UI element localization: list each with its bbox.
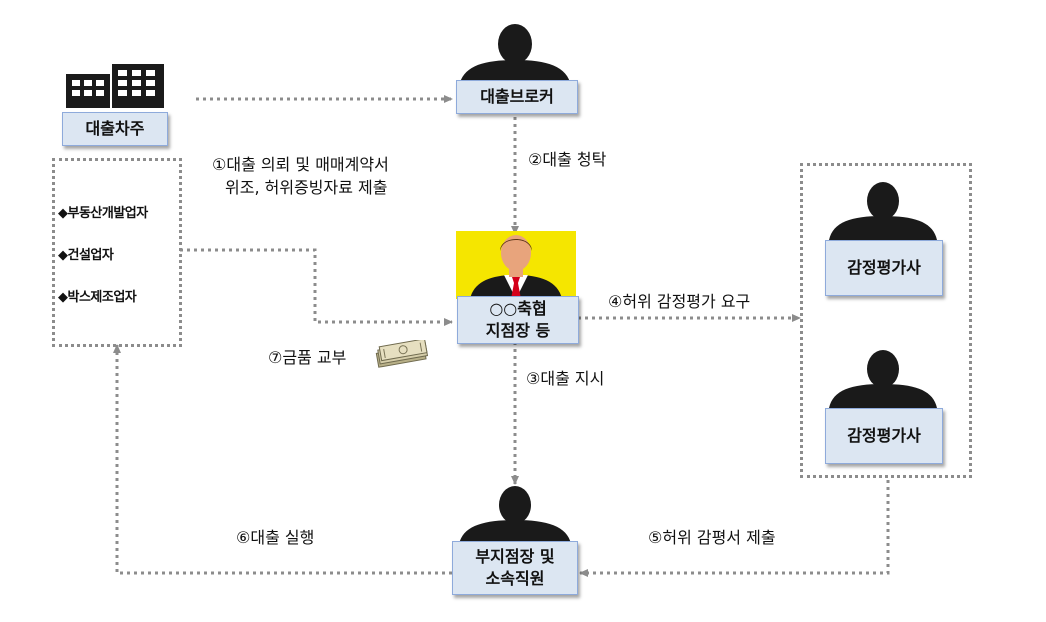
building-icon <box>66 64 164 108</box>
step-1-line-1: ①대출 의뢰 및 매매계약서 <box>212 155 389 174</box>
borrower-types-frame <box>52 158 182 347</box>
borrower-types-list: ◆부동산개발업자 ◆건설업자 ◆박스제조업자 <box>58 205 148 331</box>
appraiser-top-label: 감정평가사 <box>825 240 943 296</box>
person-silhouette-icon <box>829 350 937 408</box>
staff-label-line-1: 부지점장 및 <box>475 547 555 566</box>
appraisers-frame <box>800 163 972 478</box>
step-7-label: ⑦금품 교부 <box>268 348 347 367</box>
borrower-label: 대출차주 <box>62 112 168 146</box>
borrower-type-item: ◆건설업자 <box>58 248 114 263</box>
arrow-appraisers-to-staff <box>579 480 890 577</box>
branch-manager-label: ○○축협 지점장 등 <box>457 296 579 344</box>
broker-label: 대출브로커 <box>456 80 578 114</box>
branch-label-line-2: 지점장 등 <box>485 321 551 340</box>
step-3-label: ③대출 지시 <box>526 369 605 388</box>
manager-portrait-icon <box>456 231 576 299</box>
step-2-label: ②대출 청탁 <box>528 150 607 169</box>
appraiser-bottom-label: 감정평가사 <box>825 408 943 464</box>
step-4-label: ④허위 감정평가 요구 <box>608 292 751 311</box>
cash-bundle-icon <box>375 340 429 368</box>
arrow-borrower-to-branch <box>180 248 453 326</box>
step-1-line-2: 위조, 허위증빙자료 제출 <box>225 178 388 197</box>
person-silhouette-icon <box>459 24 571 86</box>
borrower-type-item: ◆박스제조업자 <box>58 290 137 305</box>
staff-label: 부지점장 및 소속직원 <box>452 541 578 595</box>
step-5-label: ⑤허위 감평서 제출 <box>648 528 776 547</box>
step-6-label: ⑥대출 실행 <box>236 528 315 547</box>
branch-label-line-1: ○○축협 <box>489 299 547 318</box>
staff-label-line-2: 소속직원 <box>485 569 545 588</box>
borrower-type-item: ◆부동산개발업자 <box>58 206 148 221</box>
person-silhouette-icon <box>829 182 937 240</box>
person-silhouette-icon <box>459 486 571 544</box>
